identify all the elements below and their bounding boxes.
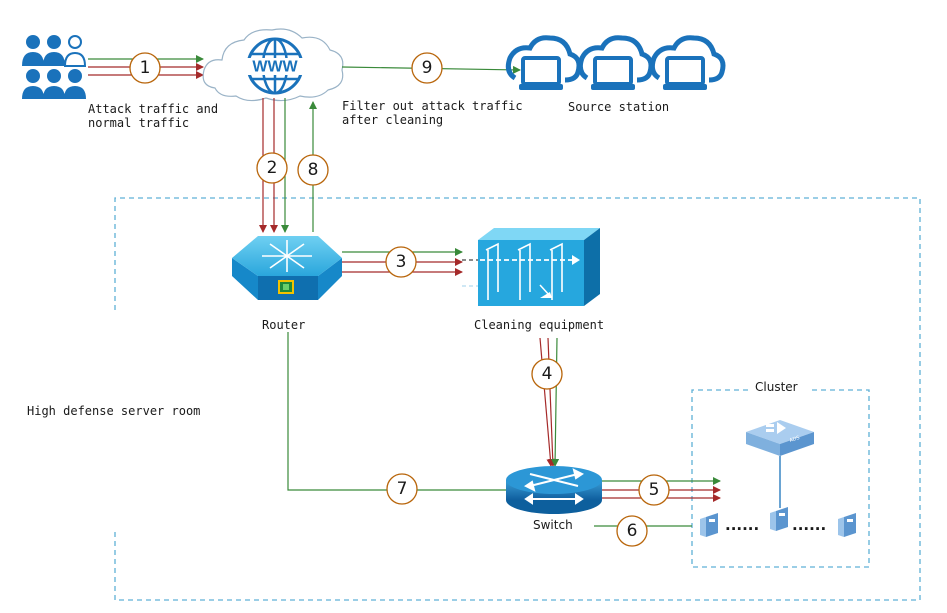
high-defense-room-label: High defense server room: [27, 404, 201, 418]
attack-normal-label-line2: normal traffic: [88, 116, 190, 130]
cluster-border: [691, 389, 870, 568]
step-badge-4: 4: [531, 358, 563, 390]
step-number-5: 5: [649, 480, 660, 500]
cluster-dots-2: ......: [792, 516, 826, 534]
flow-4: [539, 337, 560, 467]
step-badge-8: 8: [297, 154, 329, 186]
flow-7: [287, 332, 508, 491]
users-icon: [22, 35, 87, 99]
internet-cloud-icon: WWW: [202, 28, 344, 102]
step-number-1: 1: [140, 58, 151, 78]
step-badge-9: 9: [411, 52, 443, 84]
source-station-icon: [505, 35, 726, 90]
step-number-9: 9: [422, 58, 433, 78]
ads-tag: ADS: [789, 435, 801, 444]
filter-label-line2: after cleaning: [342, 113, 444, 127]
step-badge-1: 1: [129, 52, 161, 84]
step-number-7: 7: [397, 479, 408, 499]
switch-icon: [506, 466, 602, 514]
router-label: Router: [262, 318, 306, 332]
step-badge-2: 2: [256, 152, 288, 184]
step-number-3: 3: [396, 252, 407, 272]
cluster-server-icon-2: [770, 507, 788, 531]
high-defense-room-border: [114, 197, 921, 601]
step-number-6: 6: [627, 521, 638, 541]
server-cloud-icon-3: [649, 35, 726, 90]
cluster-label: Cluster: [752, 380, 801, 394]
step-badge-7: 7: [386, 473, 418, 505]
step-number-4: 4: [542, 364, 553, 384]
cluster-server-icon-1: [700, 513, 718, 537]
server-cloud-icon-1: [505, 35, 582, 90]
step-number-8: 8: [308, 160, 319, 180]
step-badge-5: 5: [638, 474, 670, 506]
filter-label-line1: Filter out attack traffic: [342, 99, 523, 113]
cluster-server-icon-3: [838, 513, 856, 537]
switch-label: Switch: [533, 518, 573, 532]
attack-normal-label-line1: Attack traffic and: [88, 102, 219, 116]
ads-device-icon: ADS: [746, 420, 814, 456]
cleaning-equipment-icon: [462, 228, 600, 306]
cluster-dots-1: ......: [725, 516, 759, 534]
step-number-2: 2: [267, 158, 278, 178]
source-station-label: Source station: [568, 100, 670, 114]
step-badge-3: 3: [385, 246, 417, 278]
www-label: WWW: [252, 59, 298, 76]
cleaning-equipment-label: Cleaning equipment: [474, 318, 605, 332]
step-badge-6: 6: [616, 515, 648, 547]
server-cloud-icon-2: [577, 35, 654, 90]
router-icon: [232, 236, 342, 300]
